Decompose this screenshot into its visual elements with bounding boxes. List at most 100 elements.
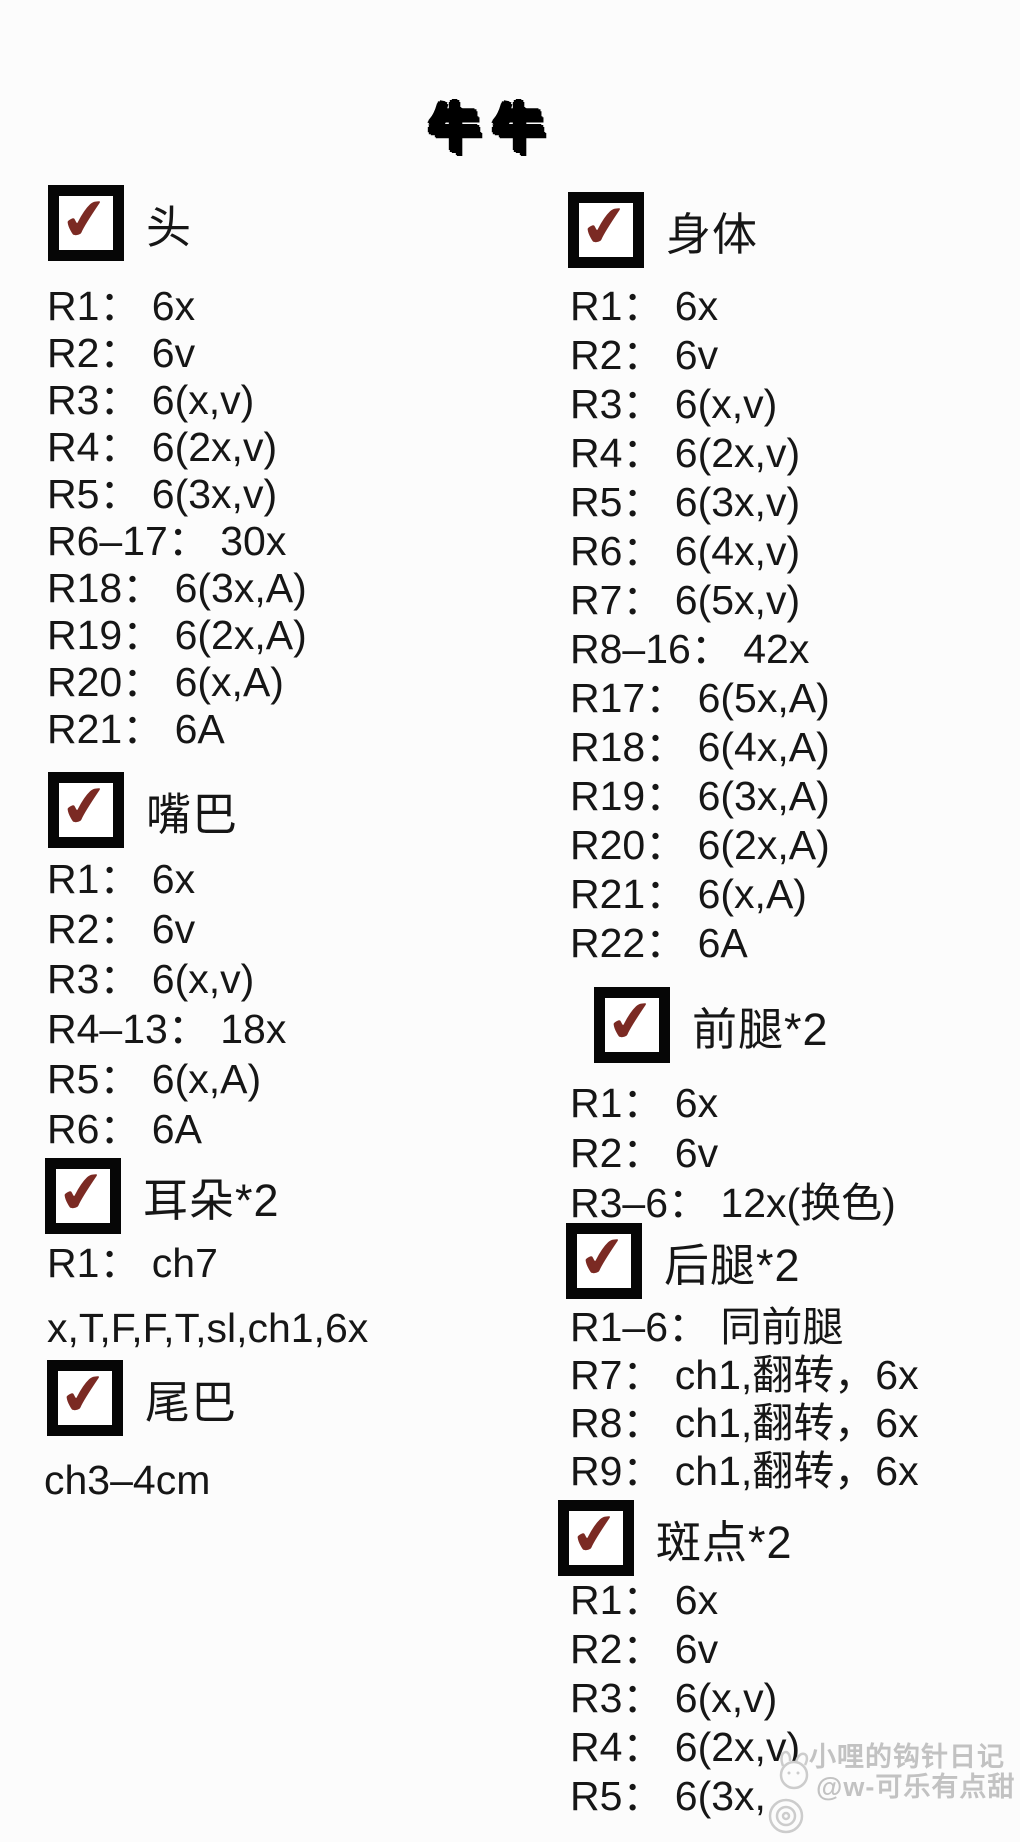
pattern-row: R5： 6(3x, — [570, 1773, 766, 1819]
checkmark-icon: ✔ — [566, 1499, 623, 1570]
pattern-row: R5： 6(3x,v) — [47, 471, 278, 517]
pattern-row: R2： 6v — [570, 332, 719, 378]
pattern-row: R17： 6(5x,A) — [570, 675, 830, 721]
pattern-row: R4： 6(2x,v) — [570, 430, 801, 476]
section-label: 尾巴 — [145, 1376, 238, 1428]
pattern-row: R7： 6(5x,v) — [570, 577, 801, 623]
front-legs-checkbox[interactable]: ✔ — [594, 987, 670, 1063]
pattern-row: R6–17： 30x — [47, 518, 287, 564]
checkmark-icon: ✔ — [53, 1157, 110, 1228]
pattern-row: R3–6： 12x(换色) — [570, 1180, 896, 1226]
watermark-line-2: @w-可乐有点甜 — [816, 1772, 1016, 1802]
pattern-row: R3： 6(x,v) — [47, 956, 255, 1002]
section-mouth-header: ✔ 嘴巴 — [48, 772, 510, 848]
pattern-row: x,T,F,F,T,sl,ch1,6x — [47, 1305, 369, 1351]
pattern-row: R20： 6(2x,A) — [570, 822, 830, 868]
pattern-row: R18： 6(3x,A) — [47, 565, 307, 611]
section-label: 嘴巴 — [146, 788, 239, 840]
checkmark-icon: ✔ — [56, 184, 113, 255]
checkmark-icon: ✔ — [55, 1359, 112, 1430]
pattern-row: R7： ch1,翻转，6x — [570, 1352, 919, 1398]
watermark: 小哩的钩针日记 @w-可乐有点甜 — [765, 1742, 1020, 1834]
watermark-rabbit-doodle-icon — [768, 1750, 809, 1834]
checkmark-icon: ✔ — [602, 986, 659, 1057]
pattern-row: R8： ch1,翻转，6x — [570, 1400, 919, 1446]
section-label: 耳朵*2 — [143, 1174, 280, 1226]
section-ears-header: ✔ 耳朵*2 — [45, 1158, 510, 1234]
section-body-header: ✔ 身体 — [568, 192, 1020, 268]
pattern-row: R1： 6x — [570, 1577, 719, 1623]
pattern-row: R1： 6x — [47, 283, 196, 329]
section-tail-header: ✔ 尾巴 — [47, 1360, 510, 1436]
checkmark-icon: ✔ — [574, 1222, 631, 1293]
section-hind-legs-header: ✔ 后腿*2 — [566, 1223, 1020, 1299]
mouth-checkbox[interactable]: ✔ — [48, 772, 124, 848]
watermark-line-1: 小哩的钩针日记 — [809, 1742, 1005, 1772]
pattern-row: R18： 6(4x,A) — [570, 724, 830, 770]
pattern-rows: ch3–4cm — [44, 1456, 510, 1504]
pattern-row: R3： 6(x,v) — [570, 1675, 778, 1721]
pattern-row: R9： ch1,翻转，6x — [570, 1448, 919, 1494]
section-tail: ✔ 尾巴 ch3–4cm — [40, 1360, 510, 1504]
pattern-row: R1： 6x — [570, 283, 719, 329]
pattern-row: R2： 6v — [47, 906, 196, 952]
pattern-rows: R1： ch7 x,T,F,F,T,sl,ch1,6x — [47, 1239, 510, 1352]
section-label: 后腿*2 — [664, 1239, 801, 1291]
section-spots-header: ✔ 斑点*2 — [558, 1500, 1020, 1576]
section-ears: ✔ 耳朵*2 R1： ch7 x,T,F,F,T,sl,ch1,6x — [40, 1158, 510, 1352]
section-label: 身体 — [666, 208, 759, 260]
section-head-header: ✔ 头 — [48, 185, 510, 261]
pattern-row: R21： 6(x,A) — [570, 871, 807, 917]
pattern-row: ch3–4cm — [44, 1457, 211, 1503]
head-checkbox[interactable]: ✔ — [48, 185, 124, 261]
spots-checkbox[interactable]: ✔ — [558, 1500, 634, 1576]
pattern-row: R4： 6(2x,v) — [47, 424, 278, 470]
page-title: 牛 牛 — [428, 99, 544, 157]
pattern-row: R8–16： 42x — [570, 626, 810, 672]
pattern-row: R1： ch7 — [47, 1240, 218, 1286]
section-label: 斑点*2 — [656, 1516, 793, 1568]
pattern-row: R6： 6(4x,v) — [570, 528, 801, 574]
pattern-row: R1： 6x — [47, 856, 196, 902]
tail-checkbox[interactable]: ✔ — [47, 1360, 123, 1436]
pattern-row: R2： 6v — [570, 1626, 719, 1672]
pattern-row: R22： 6A — [570, 920, 748, 966]
pattern-row: R4： 6(2x,v) — [570, 1724, 801, 1770]
body-checkbox[interactable]: ✔ — [568, 192, 644, 268]
pattern-row: R5： 6(x,A) — [47, 1056, 262, 1102]
pattern-row: R4–13： 18x — [47, 1006, 287, 1052]
pattern-row: R19： 6(2x,A) — [47, 612, 307, 658]
pattern-row: R6： 6A — [47, 1106, 202, 1152]
section-label: 头 — [146, 201, 193, 253]
hind-legs-checkbox[interactable]: ✔ — [566, 1223, 642, 1299]
checkmark-icon: ✔ — [56, 771, 113, 842]
pattern-row: R1： 6x — [570, 1080, 719, 1126]
ears-checkbox[interactable]: ✔ — [45, 1158, 121, 1234]
pattern-row: R19： 6(3x,A) — [570, 773, 830, 819]
watermark-text: 小哩的钩针日记 @w-可乐有点甜 — [809, 1742, 1020, 1802]
pattern-row: R2： 6v — [570, 1130, 719, 1176]
pattern-row: R2： 6v — [47, 330, 196, 376]
checkmark-icon: ✔ — [576, 191, 633, 262]
section-front-legs-header: ✔ 前腿*2 — [594, 987, 1020, 1063]
section-label: 前腿*2 — [692, 1003, 829, 1055]
pattern-row: R1–6： 同前腿 — [570, 1304, 844, 1350]
pattern-row: R3： 6(x,v) — [570, 381, 778, 427]
pattern-row: R3： 6(x,v) — [47, 377, 255, 423]
pattern-row: R5： 6(3x,v) — [570, 479, 801, 525]
pattern-row: R21： 6A — [47, 706, 225, 752]
